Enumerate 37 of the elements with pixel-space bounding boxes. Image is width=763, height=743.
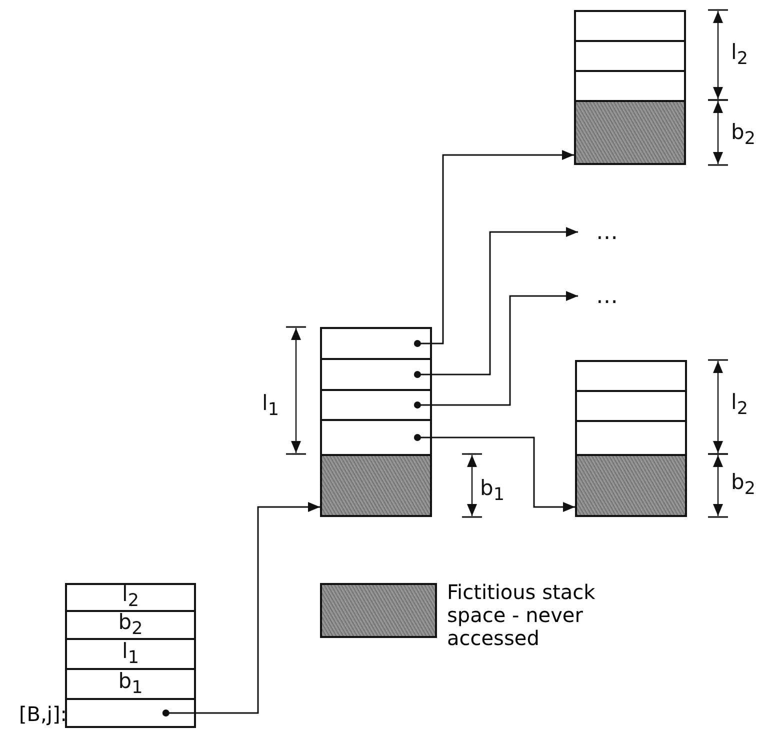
stack-cell bbox=[320, 389, 432, 421]
stack-cell bbox=[65, 668, 196, 700]
dimension-label: b$_{2}$ bbox=[731, 472, 756, 499]
dimension-label: l$_{1}$ bbox=[262, 393, 279, 420]
stack-cell bbox=[65, 638, 196, 670]
fictitious-stack-cell bbox=[320, 454, 432, 517]
arrow bbox=[162, 502, 320, 716]
ellipsis-text: … bbox=[578, 280, 638, 312]
cell-text: b$_{2}$ bbox=[118, 612, 143, 638]
stack-cell bbox=[574, 40, 686, 72]
cell-text: b$_{1}$ bbox=[118, 670, 143, 698]
stack-cell bbox=[574, 70, 686, 102]
stack-cell bbox=[575, 390, 687, 422]
stack-cell bbox=[575, 420, 687, 456]
cell-text: l$_{2}$ bbox=[122, 584, 139, 611]
arrow bbox=[414, 291, 578, 408]
stack-cell bbox=[65, 610, 196, 640]
ellipsis-text: … bbox=[578, 216, 638, 248]
variable-label: [B,j]: bbox=[19, 704, 67, 724]
arrow bbox=[414, 150, 574, 347]
stack-cell bbox=[65, 583, 196, 612]
stack-cell bbox=[65, 698, 196, 728]
stack-cell bbox=[320, 327, 432, 360]
arrow bbox=[414, 434, 575, 512]
stack-cell bbox=[320, 358, 432, 391]
dimension-label: l$_{2}$ bbox=[731, 42, 748, 69]
dimension-label: l$_{2}$ bbox=[731, 392, 748, 419]
dimension-label: b$_{2}$ bbox=[731, 122, 756, 149]
fictitious-stack-cell bbox=[574, 100, 686, 165]
legend-text: Fictitious stack space - never accessed bbox=[447, 581, 596, 650]
fictitious-stack-cell bbox=[575, 454, 687, 517]
stack-cell bbox=[574, 10, 686, 42]
stack-cell bbox=[320, 419, 432, 456]
cell-text: l$_{1}$ bbox=[122, 640, 139, 668]
arrow bbox=[414, 227, 578, 378]
stack-cell bbox=[575, 360, 687, 392]
dimension-label: b$_{1}$ bbox=[480, 478, 504, 505]
